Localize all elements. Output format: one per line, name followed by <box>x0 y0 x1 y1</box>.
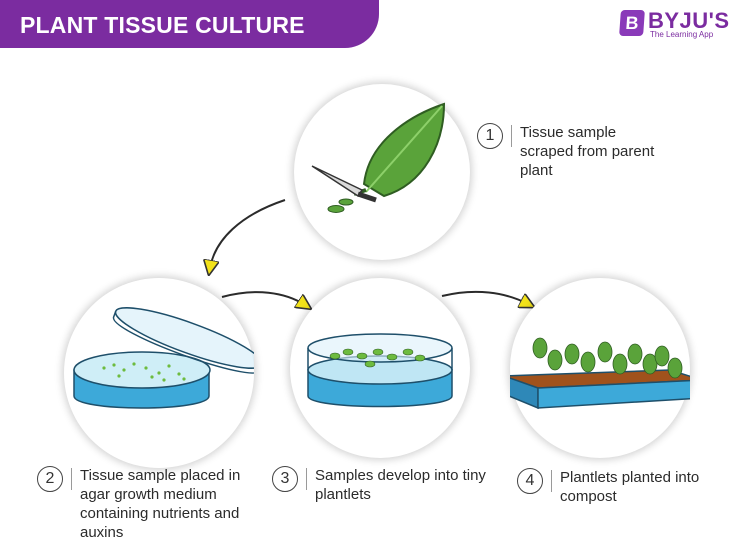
step-1: 1 Tissue sample scraped from parent plan… <box>477 123 670 180</box>
illustration-step-2 <box>64 278 254 468</box>
step-number-badge: 2 <box>37 466 63 492</box>
step-description: Samples develop into tiny plantlets <box>315 467 486 503</box>
open-petri-dish-icon <box>73 307 254 409</box>
brand-name: BYJU'S <box>648 8 730 33</box>
step-divider <box>511 125 512 147</box>
arrow-1-to-2 <box>210 199 286 268</box>
step-divider <box>306 468 307 490</box>
step-4: 4 Plantlets planted into compost <box>517 468 700 506</box>
step-3: 3 Samples develop into tiny plantlets <box>272 466 505 504</box>
illustration-step-1 <box>294 84 470 260</box>
leaf-with-scalpel-icon <box>311 102 446 213</box>
arrow-3-to-4 <box>441 290 528 304</box>
step-number-badge: 3 <box>272 466 298 492</box>
page-title: PLANT TISSUE CULTURE <box>20 12 305 38</box>
step-description: Tissue sample placed in agar growth medi… <box>80 467 241 541</box>
compost-tray-plantlets-icon <box>510 337 690 410</box>
step-number-badge: 1 <box>477 123 503 149</box>
brand-tagline: The Learning App <box>650 30 714 39</box>
step-number-badge: 4 <box>517 468 543 494</box>
illustration-step-4 <box>510 278 690 458</box>
illustration-step-3 <box>290 278 470 458</box>
step-divider <box>71 468 72 490</box>
step-2: 2 Tissue sample placed in agar growth me… <box>37 466 262 542</box>
petri-dish-plantlets-icon <box>307 333 453 408</box>
title-banner: PLANT TISSUE CULTURE <box>0 0 379 48</box>
step-divider <box>551 470 552 492</box>
step-description: Plantlets planted into compost <box>560 469 700 505</box>
step-description: Tissue sample scraped from parent plant <box>520 124 655 179</box>
arrow-2-to-3 <box>221 291 305 305</box>
